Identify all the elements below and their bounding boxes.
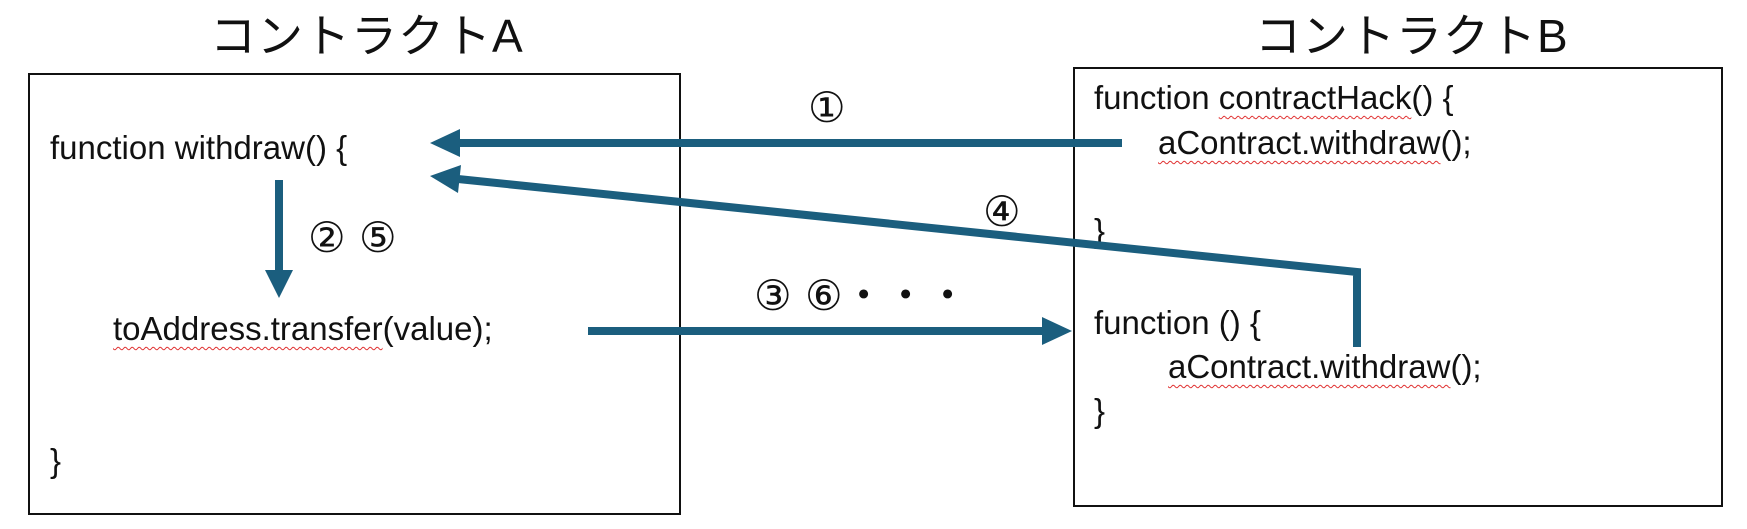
contract-b-title: コントラクトB: [1255, 10, 1569, 62]
b-fn-name: contractHack: [1218, 79, 1412, 116]
arrowhead-step-3-6: [1042, 317, 1072, 345]
step-1-label: ①: [808, 83, 846, 132]
b-close-brace-2: }: [1094, 392, 1106, 429]
b-call-withdraw-1: aContract.withdraw();: [1158, 123, 1472, 163]
step-4-label: ④: [983, 187, 1021, 236]
b-fn-keyword: function: [1094, 79, 1219, 116]
b-call2-tail: ();: [1450, 348, 1482, 385]
contract-a-title: コントラクトA: [210, 10, 524, 62]
b-call1-tail: ();: [1440, 124, 1472, 161]
a-withdraw-signature: function withdraw() {: [50, 129, 348, 166]
a-transfer-args: (value);: [382, 310, 493, 347]
b-contracthack-signature: function contractHack() {: [1094, 78, 1454, 118]
step-3-6-label: ③ ⑥・・・: [754, 271, 969, 320]
b-call1-object: aContract.withdraw: [1158, 124, 1441, 161]
b-fn-tail: () {: [1411, 79, 1454, 116]
a-close-brace: }: [50, 442, 62, 479]
a-transfer-call: toAddress.transfer(value);: [113, 309, 493, 349]
b-fallback-signature: function () {: [1094, 304, 1261, 341]
b-call2-object: aContract.withdraw: [1168, 348, 1451, 385]
step-2-5-label: ② ⑤: [308, 213, 397, 262]
a-transfer-object: toAddress.transfer: [113, 310, 383, 347]
b-call-withdraw-2: aContract.withdraw();: [1168, 347, 1482, 387]
b-close-brace-1: }: [1094, 212, 1106, 249]
